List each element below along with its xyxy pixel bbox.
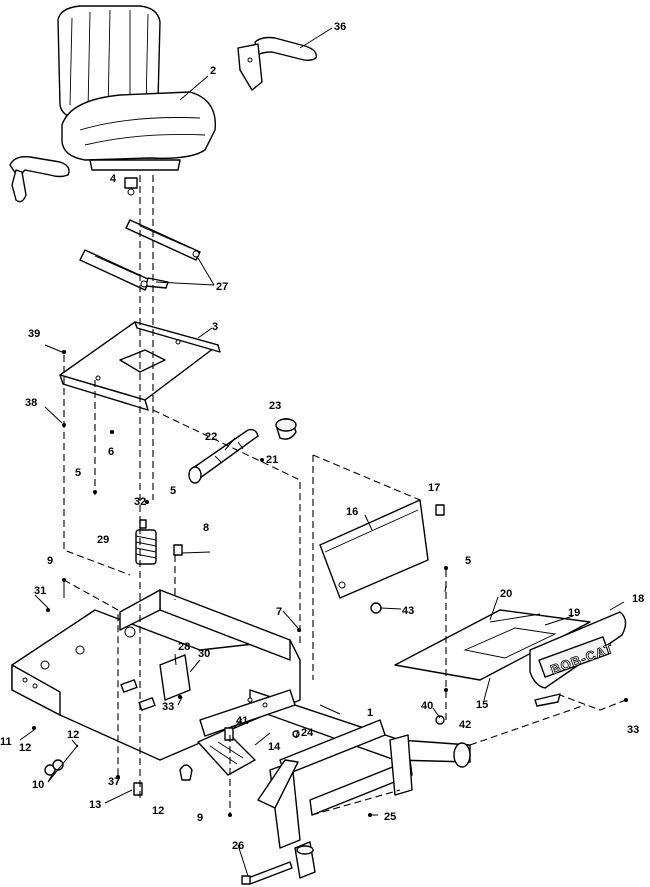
seat-base-plate (59, 321, 221, 411)
armrest-right (237, 36, 317, 91)
callout-2: 2 (210, 65, 216, 77)
callout-20: 20 (500, 588, 512, 600)
callout-1: 1 (367, 707, 373, 719)
callout-14: 14 (268, 741, 281, 753)
leader-lines (19, 27, 625, 877)
pedal-bracket (257, 759, 299, 809)
callout-9a: 9 (47, 555, 53, 567)
callout-29: 29 (97, 534, 109, 546)
callout-17: 17 (428, 482, 440, 494)
callout-16: 16 (346, 506, 358, 518)
fastener-dots (32, 350, 628, 817)
callout-26: 26 (232, 840, 244, 852)
main-frame (11, 589, 471, 879)
callout-42: 42 (459, 719, 471, 731)
callout-13: 13 (89, 799, 101, 811)
callout-25: 25 (384, 811, 396, 823)
callout-30: 30 (198, 648, 210, 660)
callout-43: 43 (402, 605, 414, 617)
callout-19: 19 (568, 607, 580, 619)
callout-27: 27 (216, 281, 228, 293)
callout-labels: 1 2 3 4 5 5 5 6 7 8 9 9 10 11 12 12 12 1… (0, 21, 644, 852)
shock-absorber (188, 428, 259, 484)
bushing (275, 418, 297, 440)
callout-33b: 33 (627, 724, 639, 736)
callout-9b: 9 (197, 812, 203, 824)
callout-12c: 12 (152, 805, 164, 817)
callout-33a: 33 (162, 701, 174, 713)
armrest-left (9, 155, 70, 203)
assembly-lines (63, 175, 627, 816)
callout-28: 28 (178, 641, 190, 653)
callout-15: 15 (476, 699, 488, 711)
callout-8: 8 (203, 522, 209, 534)
callout-32: 32 (134, 496, 146, 508)
callout-11: 11 (0, 736, 12, 748)
callout-31: 31 (34, 585, 46, 597)
callout-7: 7 (276, 606, 282, 618)
callout-23: 23 (269, 400, 281, 412)
callout-37: 37 (108, 776, 120, 788)
seat (57, 5, 216, 171)
callout-4: 4 (110, 173, 117, 185)
suspension-spring (135, 529, 157, 565)
hardware-small (44, 504, 445, 796)
seat-knob (124, 177, 138, 196)
callout-39: 39 (28, 328, 40, 340)
callout-41: 41 (236, 715, 248, 727)
callout-22: 22 (205, 431, 217, 443)
callout-12b: 12 (67, 729, 79, 741)
seat-slide-rails (79, 219, 201, 291)
side-panel (319, 499, 429, 599)
mount-bracket (159, 654, 191, 701)
callout-40: 40 (421, 700, 433, 712)
callout-10: 10 (32, 779, 44, 791)
callout-5b: 5 (170, 485, 176, 497)
floor-mat (394, 609, 591, 681)
callout-24: 24 (301, 727, 314, 739)
callout-21: 21 (266, 454, 278, 466)
bolt (241, 861, 293, 885)
callout-5a: 5 (75, 467, 81, 479)
callout-38: 38 (25, 397, 37, 409)
callout-12a: 12 (19, 742, 31, 754)
callout-3: 3 (212, 321, 218, 333)
callout-36: 36 (334, 21, 346, 33)
callout-6: 6 (108, 446, 114, 458)
callout-5c: 5 (465, 555, 471, 567)
callout-18: 18 (632, 593, 644, 605)
